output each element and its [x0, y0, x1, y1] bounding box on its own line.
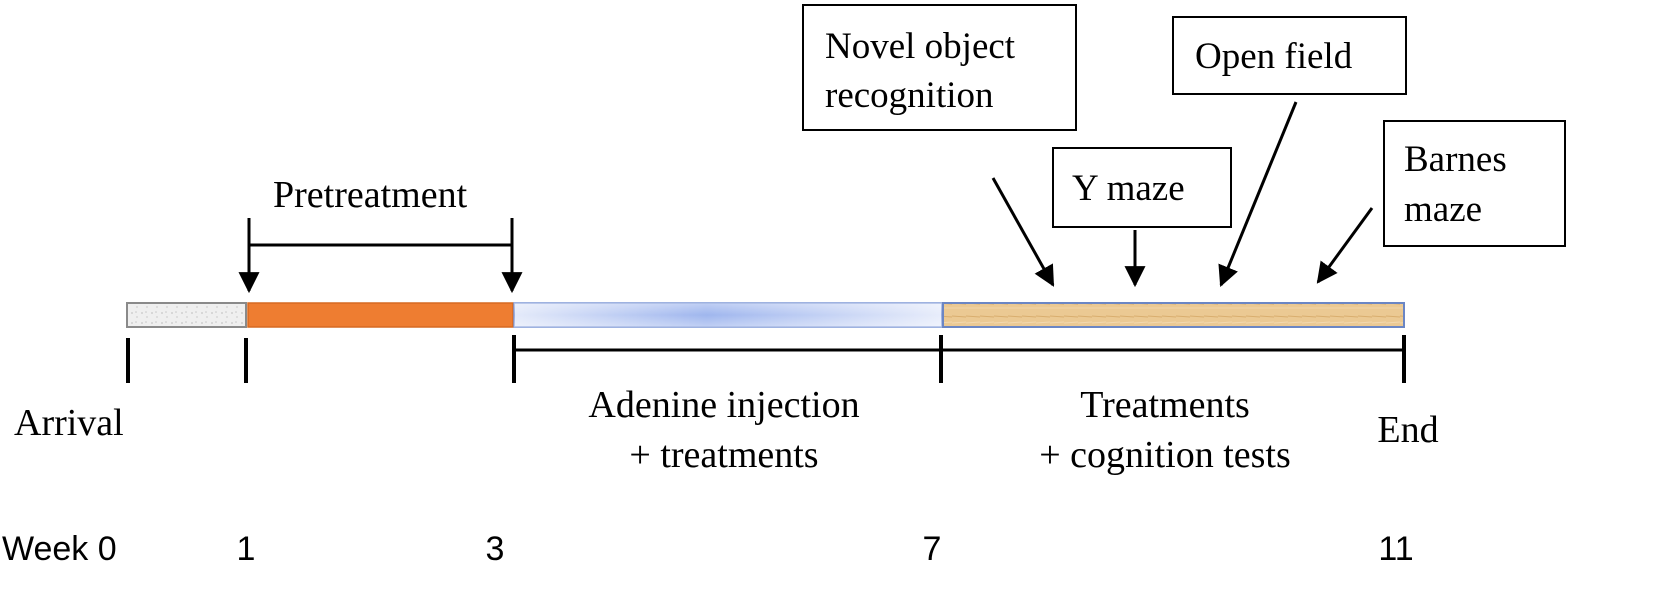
cognition-period-bar [942, 302, 1405, 328]
pretreatment-label: Pretreatment [273, 174, 468, 216]
adenine-label-1: Adenine injection [588, 384, 859, 426]
open-field-arrow [1218, 101, 1298, 287]
cognition-label-1: Treatments [1080, 384, 1250, 426]
open-field-box [1172, 16, 1407, 95]
cognition-label-2: + cognition tests [1039, 434, 1291, 476]
end-label: End [1377, 409, 1438, 451]
barnes-maze-label-2: maze [1404, 189, 1482, 230]
open-field-label: Open field [1195, 36, 1353, 77]
novel-object-arrow [991, 177, 1055, 287]
week-7-label: 7 [923, 530, 942, 568]
pretreatment-period-bar [247, 302, 514, 328]
week-0-label: Week 0 [2, 530, 117, 568]
adenine-label-2: + treatments [629, 434, 818, 476]
arrival-period-bar [126, 302, 247, 328]
novel-object-label-1: Novel object [825, 26, 1016, 67]
barnes-maze-box [1383, 120, 1566, 247]
y-maze-label: Y maze [1072, 168, 1185, 209]
week-11-label: 11 [1378, 530, 1413, 568]
arrival-label: Arrival [14, 402, 124, 444]
y-maze-box [1052, 147, 1232, 228]
adenine-period-bar-shine [514, 303, 942, 327]
week-1-label: 1 [237, 530, 256, 568]
novel-object-label-2: recognition [825, 75, 994, 116]
barnes-maze-label-1: Barnes [1404, 139, 1507, 180]
week-3-label: 3 [486, 530, 505, 568]
barnes-maze-arrow [1316, 207, 1374, 284]
novel-object-box [802, 4, 1077, 131]
